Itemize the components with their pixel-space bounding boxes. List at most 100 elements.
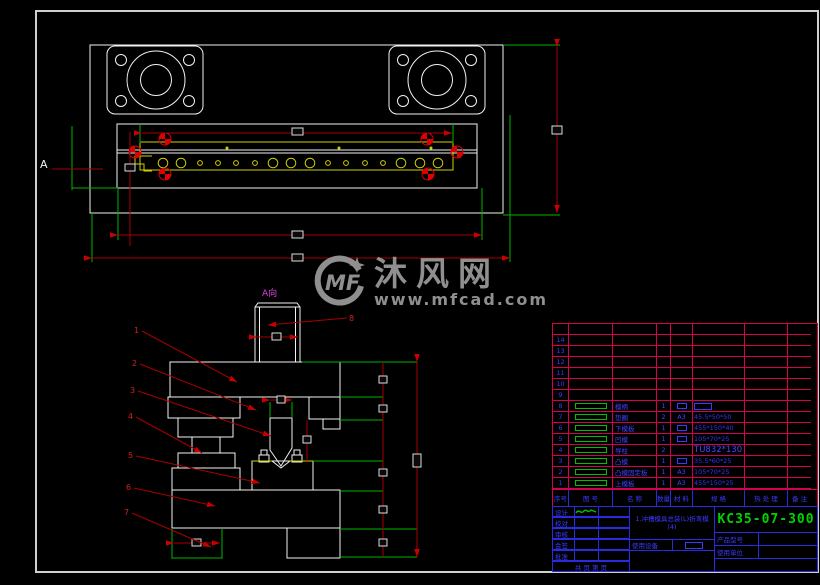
v-punch [269, 417, 293, 467]
part-remarks [788, 335, 811, 346]
part-spec [693, 324, 745, 335]
part-material [671, 346, 693, 357]
parts-table-row: 11 [553, 368, 817, 379]
part-remarks [788, 423, 811, 434]
part-spec [693, 357, 745, 368]
part-drawing-no [569, 346, 613, 357]
part-spec: 455*150*40 [693, 423, 745, 434]
part-drawing-no [569, 445, 613, 456]
guide-bush-flange-left [106, 45, 204, 115]
part-drawing-no [569, 390, 613, 401]
part-index: 5 [553, 434, 569, 445]
part-material [671, 390, 693, 401]
part-drawing-no [569, 412, 613, 423]
part-heat-treatment [745, 445, 788, 456]
part-material [671, 434, 693, 445]
callout-6: 6 [126, 483, 131, 492]
part-heat-treatment [745, 335, 788, 346]
part-material: A3 [671, 412, 693, 423]
part-heat-treatment [745, 456, 788, 467]
part-name: 上模板 [613, 478, 657, 489]
part-name [613, 335, 657, 346]
part-spec [693, 390, 745, 401]
die-handle [249, 302, 301, 363]
part-remarks [788, 379, 811, 390]
part-material [671, 324, 693, 335]
part-spec [693, 346, 745, 357]
part-heat-treatment [745, 467, 788, 478]
die-feet [166, 527, 341, 559]
approve-label: 批准 [552, 550, 575, 561]
parts-table-row: 14 [553, 335, 817, 346]
part-material [671, 368, 693, 379]
header-index: 序号 [553, 490, 569, 508]
part-qty [657, 324, 671, 335]
part-remarks [788, 324, 811, 335]
title-block: 设计 校对 审核 会签 批准 共 页 第 页 1.冲槽模具总装(L)折弯模 (4… [552, 506, 818, 572]
part-name: 垫圈 [613, 412, 657, 423]
part-spec [693, 401, 745, 412]
part-remarks [788, 346, 811, 357]
part-drawing-no [569, 401, 613, 412]
part-remarks [788, 467, 811, 478]
guide-bush-flange-right [388, 45, 486, 115]
part-material [671, 445, 693, 456]
parts-table-row: 13 [553, 346, 817, 357]
part-spec: 35.5*60*25 [693, 456, 745, 467]
part-qty: 1 [657, 434, 671, 445]
top-view-dimensions [71, 39, 563, 262]
callout-3: 3 [130, 386, 135, 395]
part-name [613, 324, 657, 335]
part-material [671, 423, 693, 434]
part-remarks [788, 445, 811, 456]
part-drawing-bar [574, 469, 607, 475]
part-material [671, 357, 693, 368]
part-qty [657, 379, 671, 390]
header-drawing: 图 号 [569, 490, 613, 508]
part-spec: TU832*130 [693, 445, 745, 456]
part-drawing-no [569, 335, 613, 346]
part-remarks [788, 434, 811, 445]
view-direction-label: A向 [262, 287, 277, 299]
part-qty: 1 [657, 423, 671, 434]
part-spec [693, 335, 745, 346]
part-index: 13 [553, 346, 569, 357]
part-index: 11 [553, 368, 569, 379]
part-drawing-no [569, 324, 613, 335]
parts-table-row: 12 [553, 357, 817, 368]
drawing-title: 1.冲槽模具总装(L)折弯模 (4) [629, 506, 715, 540]
sheet-frame [35, 10, 819, 573]
part-index: 3 [553, 456, 569, 467]
parts-table-row: 10 [553, 379, 817, 390]
part-drawing-no [569, 423, 613, 434]
parts-table-row: 9 [553, 390, 817, 401]
part-heat-treatment [745, 346, 788, 357]
part-heat-treatment [745, 390, 788, 401]
part-index: 9 [553, 390, 569, 401]
part-drawing-bar [574, 480, 607, 486]
part-index: 4 [553, 445, 569, 456]
parts-table-header: 序号 图 号 名 称 数量 材 料 规 格 热 处 理 备 注 [553, 489, 817, 508]
header-material: 材 料 [671, 490, 693, 508]
part-drawing-bar [574, 447, 607, 453]
part-spec [693, 379, 745, 390]
part-name [613, 368, 657, 379]
part-qty [657, 390, 671, 401]
part-material: A3 [671, 478, 693, 489]
lower-die-plate [171, 489, 341, 529]
locating-pins [258, 449, 303, 463]
product-model-label: 产品型号 [714, 532, 759, 546]
part-heat-treatment [745, 434, 788, 445]
part-remarks [788, 401, 811, 412]
upper-die-plate [169, 361, 341, 398]
callout-8: 8 [349, 314, 354, 323]
part-index: 6 [553, 423, 569, 434]
v-die-block [251, 460, 314, 491]
header-spec: 规 格 [693, 490, 745, 508]
